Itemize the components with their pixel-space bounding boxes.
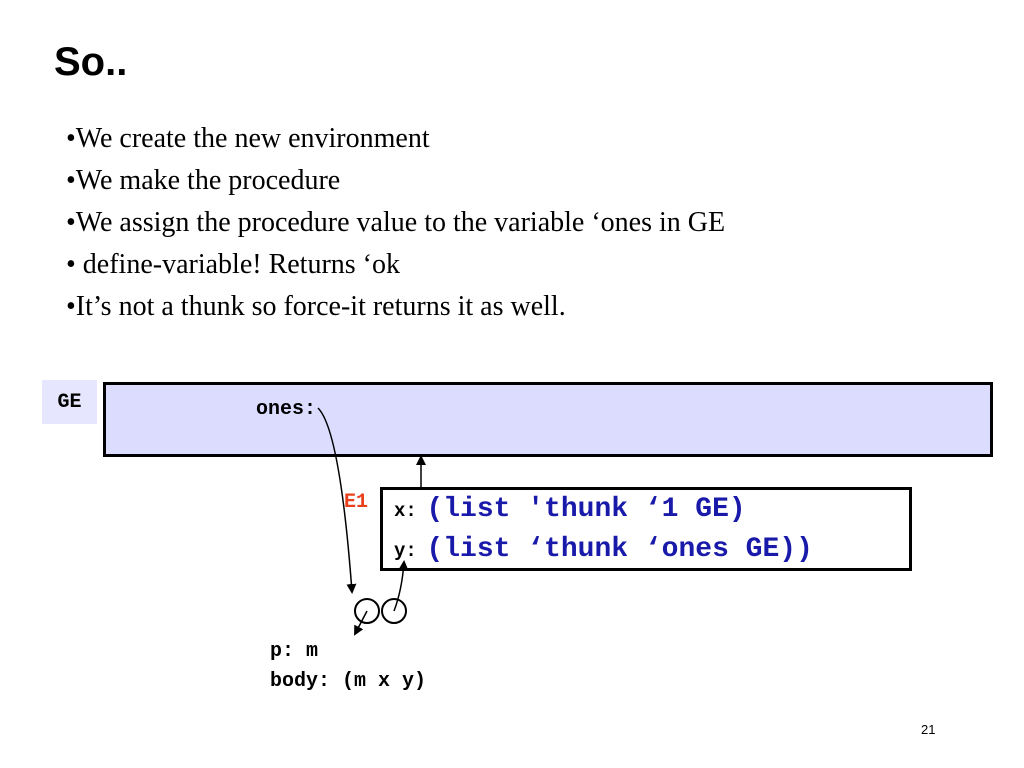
e1-env-frame bbox=[380, 487, 912, 571]
bullet-item: • define-variable! Returns ‘ok bbox=[66, 249, 401, 280]
binding-value: (list ‘thunk ‘ones GE)) bbox=[426, 534, 813, 565]
global-env-frame bbox=[103, 382, 993, 457]
e1-env-label: E1 bbox=[344, 491, 369, 514]
e1-binding-x: x: (list 'thunk ‘1 GE) bbox=[394, 494, 746, 525]
global-env-label: GE bbox=[42, 380, 97, 424]
bullet-item: •We create the new environment bbox=[66, 123, 430, 154]
binding-var: x: bbox=[394, 500, 417, 522]
procedure-code-arrow bbox=[354, 610, 368, 636]
e1-binding-y: y: (list ‘thunk ‘ones GE)) bbox=[394, 534, 813, 565]
bullet-item: •It’s not a thunk so force-it returns it… bbox=[66, 291, 566, 322]
slide-title: So.. bbox=[54, 40, 128, 84]
bullet-item: •We assign the procedure value to the va… bbox=[66, 207, 726, 238]
procedure-body: body: (m x y) bbox=[270, 670, 427, 693]
procedure-params: p: m bbox=[270, 640, 319, 663]
ones-binding: ones: bbox=[256, 398, 317, 421]
binding-var: y: bbox=[394, 540, 417, 562]
ones-to-procedure-arrow bbox=[317, 407, 357, 594]
bullet-item: •We make the procedure bbox=[66, 165, 341, 196]
bullet-list: •We create the new environment •We make … bbox=[66, 118, 725, 328]
procedure-env-arrow bbox=[393, 560, 409, 612]
binding-value: (list 'thunk ‘1 GE) bbox=[426, 494, 746, 525]
page-number: 21 bbox=[921, 722, 936, 737]
